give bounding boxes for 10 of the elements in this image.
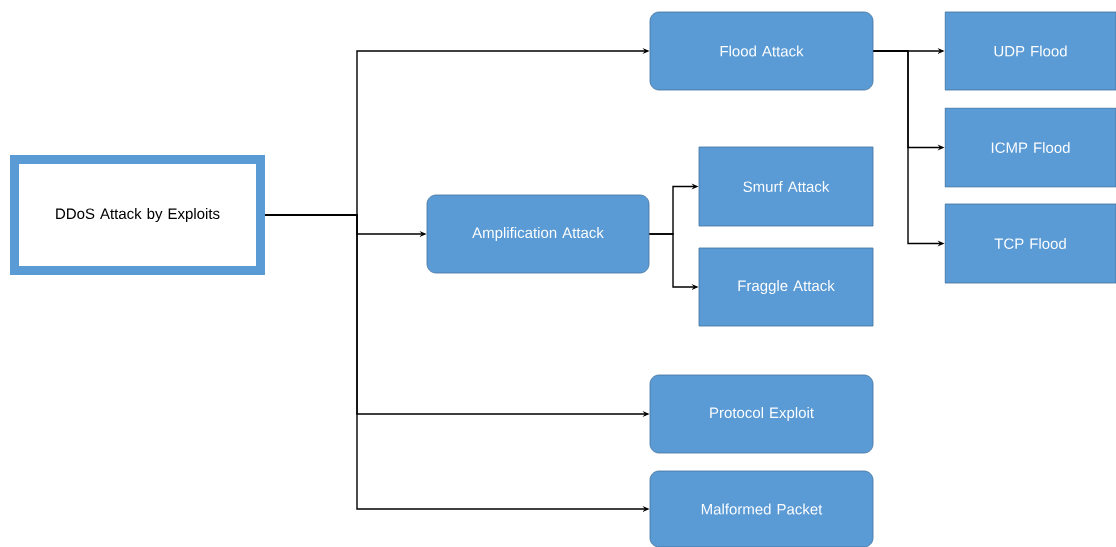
attack-type-box: Fraggle Attack — [698, 247, 874, 327]
attack-type-box: TCP Flood — [944, 203, 1116, 284]
category-box: Amplification Attack — [426, 194, 650, 274]
attack-type-box: ICMP Flood — [944, 107, 1116, 188]
attack-type-box: Smurf Attack — [698, 146, 874, 227]
category-box: Protocol Exploit — [649, 374, 874, 454]
category-box: Malformed Packet — [649, 470, 874, 547]
category-box: Flood Attack — [649, 11, 874, 91]
attack-type-box: UDP Flood — [944, 11, 1116, 91]
root-box: DDoS Attack by Exploits — [10, 155, 265, 275]
